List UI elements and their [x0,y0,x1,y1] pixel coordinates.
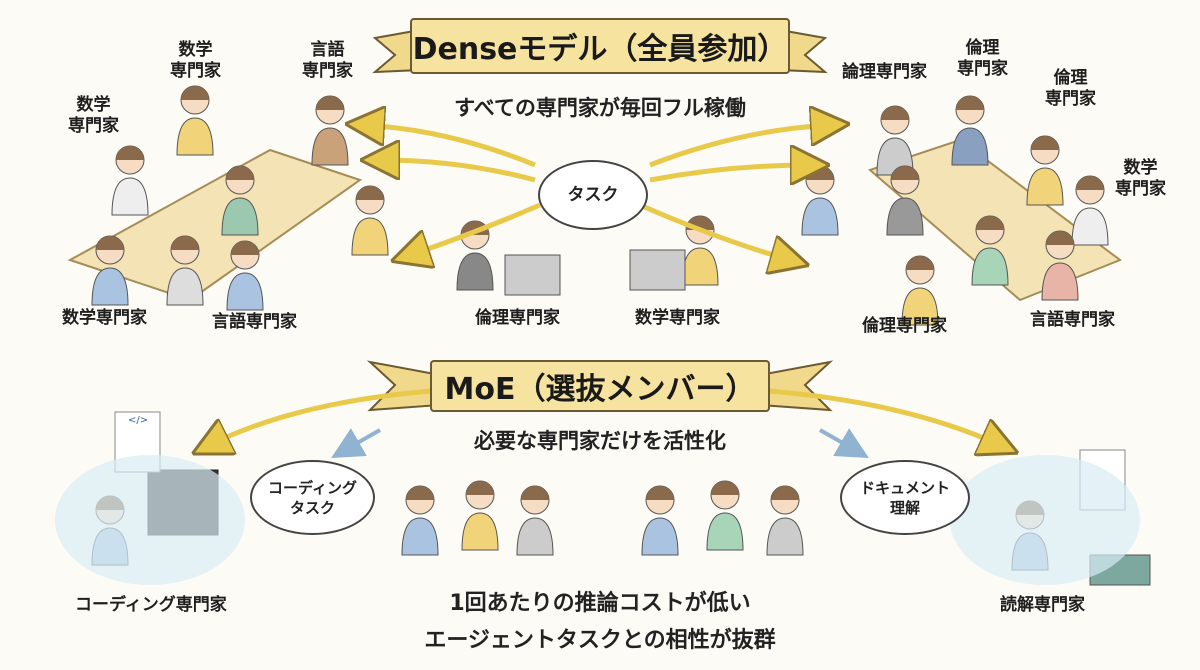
arrow [649,165,810,180]
expert-label: 倫理専門家 [475,308,560,329]
coding-expert-label: コーディング専門家 [75,595,227,615]
expert-label-line: 数学 [76,95,111,115]
moe-subtitle: 必要な専門家だけを活性化 [474,429,726,453]
expert-label: 倫理専門家 [862,316,947,337]
person-figure [226,240,264,311]
expert-label-line: 言語 [310,40,345,60]
doc-task-line1: ドキュメント [859,478,950,497]
laptop [504,254,561,296]
laptop [629,249,686,291]
expert-label-line: 倫理 [1053,68,1088,88]
person-figure [166,235,204,306]
moe-title-banner: MoE（選抜メンバー） [430,360,770,412]
expert-label-line: 専門家 [1045,89,1096,109]
person-figure [176,85,214,156]
expert-label: 言語専門家 [302,40,353,82]
expert-label: 言語専門家 [212,312,297,333]
expert-label-line: 専門家 [302,61,353,81]
expert-label-line: 専門家 [68,116,119,136]
person-figure [1026,135,1064,206]
expert-label: 論理専門家 [842,62,927,83]
person-figure [706,480,744,551]
arrow [649,125,830,168]
person-figure [311,95,349,166]
expert-label: 数学専門家 [635,308,720,329]
task-label: タスク [567,185,619,205]
doc-task-line2: 理解 [889,498,920,517]
expert-label-line: 論理専門家 [842,62,927,82]
person-figure [351,185,389,256]
expert-label-line: 数学 [178,40,213,60]
expert-label: 数学専門家 [62,308,147,329]
person-figure [886,165,924,236]
arrow [410,202,541,255]
reading-expert-bg [950,455,1140,585]
person-figure [971,215,1009,286]
dense-subtitle: すべての専門家が毎回フル稼働 [454,96,746,120]
coding-task-line2: タスク [289,498,335,517]
arrow [365,125,536,168]
expert-label: 言語専門家 [1030,310,1115,331]
person-figure [801,165,839,236]
task-bubble: タスク [538,160,648,230]
arrow [331,428,381,458]
person-figure [456,220,494,291]
expert-label-line: 言語専門家 [212,312,297,332]
expert-label-line: 専門家 [170,61,221,81]
expert-label-line: 言語専門家 [1030,310,1115,330]
arrow [819,428,869,458]
dense-title-banner: Denseモデル（全員参加） [410,18,790,74]
coding-task-bubble: コーディング タスク [250,460,375,535]
arrow [638,202,790,260]
expert-label: 数学専門家 [170,40,221,82]
ribbon-tail-right [759,360,834,412]
expert-label-line: 数学専門家 [62,308,147,328]
code-glyph: </> [128,415,149,426]
person-figure [221,165,259,236]
person-figure [901,255,939,326]
expert-label: 数学専門家 [1115,158,1166,200]
person-figure [401,485,439,556]
coding-expert-bg [55,455,245,585]
arrow [754,387,1000,445]
person-figure [876,105,914,176]
coding-task-line1: コーディング [268,478,357,497]
person-figure [951,95,989,166]
expert-label: 数学専門家 [68,95,119,137]
person-figure [1071,175,1109,246]
person-figure [641,485,679,556]
benefit-2: エージェントタスクとの相性が抜群 [424,628,776,653]
person-figure [91,235,129,306]
expert-label-line: 数学 [1123,158,1158,178]
doc-task-bubble: ドキュメント 理解 [840,460,970,535]
expert-label-line: 倫理 [965,38,1000,58]
expert-label-line: 専門家 [1115,179,1166,199]
expert-label: 倫理専門家 [1045,68,1096,110]
expert-label-line: 数学専門家 [635,308,720,328]
expert-label-line: 倫理専門家 [475,308,560,328]
expert-label: 倫理専門家 [957,38,1008,80]
benefit-1: 1回あたりの推論コストが低い [449,591,751,616]
person-figure [766,485,804,556]
arrow [210,387,446,445]
arrow [380,160,536,183]
person-figure [111,145,149,216]
reading-expert-label: 読解専門家 [1000,595,1085,615]
expert-label-line: 専門家 [957,59,1008,79]
expert-label-line: 倫理専門家 [862,316,947,336]
person-figure [1041,230,1079,301]
person-figure [516,485,554,556]
person-figure [461,480,499,551]
